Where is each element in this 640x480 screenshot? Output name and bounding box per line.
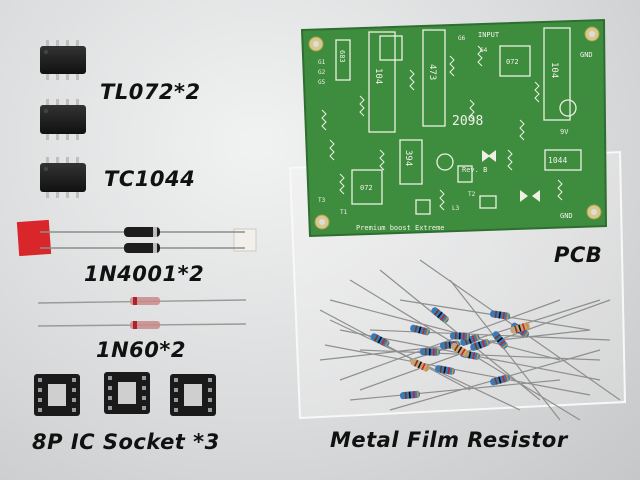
pcb-g6-label: G6 — [458, 35, 466, 42]
resistor-body — [435, 365, 455, 376]
resistor-body — [449, 332, 471, 340]
pcb-g2-label: G2 — [318, 69, 326, 76]
ic-socket-3 — [170, 374, 216, 416]
pcb-gnd-bottom-label: GND — [560, 212, 573, 220]
pcb-cap-2-label: 473 — [427, 64, 437, 80]
ic-socket-label: 8P IC Socket *3 — [32, 430, 220, 454]
pcb-input-label: INPUT — [478, 31, 500, 39]
ic-socket-2 — [104, 372, 150, 414]
resistor-lead — [339, 299, 561, 381]
1n60-label: 1N60*2 — [96, 338, 187, 362]
pcb-board: INPUT GND GND 2098 Rev. B 9V 072 072 104… — [300, 18, 608, 238]
pcb-label: PCB — [554, 243, 603, 267]
tl072-chip-1 — [40, 40, 86, 80]
1n4001-label: 1N4001*2 — [84, 262, 205, 286]
pcb-g5-label: G5 — [318, 79, 326, 86]
pcb-voltage-label: 9V — [560, 128, 569, 136]
resistor-lead — [324, 344, 591, 396]
resistor-body — [419, 348, 441, 356]
resistor-lead — [359, 349, 601, 361]
tc1044-chip — [40, 157, 86, 198]
resistor-lead — [349, 379, 561, 401]
resistor-lead — [449, 279, 561, 421]
resistor-lead — [409, 299, 601, 361]
pcb-cap-1-label: 104 — [373, 68, 383, 84]
resistor-lead — [329, 299, 561, 361]
pcb-rev-label: Rev. B — [462, 166, 487, 174]
resistor-body — [510, 322, 530, 334]
resistor-body — [490, 374, 510, 386]
1n4001-diodes — [16, 219, 257, 257]
resistor-body — [399, 390, 421, 400]
resistor-lead — [319, 309, 471, 391]
tl072-chip-2 — [40, 99, 86, 140]
pcb-g4-label: G4 — [480, 47, 488, 54]
pcb-title-label: Premium boost Extreme — [356, 224, 445, 232]
resistor-bodies — [370, 307, 530, 400]
pcb-l3-label: L3 — [452, 205, 460, 212]
resistor-body — [370, 333, 390, 348]
pcb-t2-label: T2 — [468, 191, 476, 198]
pcb-chip-right-label: 1044 — [548, 156, 567, 165]
resistor-body — [470, 338, 490, 351]
resistor-body — [431, 307, 449, 324]
pcb-g1-label: G1 — [318, 59, 326, 66]
tc1044-label: TC1044 — [104, 167, 196, 191]
pcb-model-label: 2098 — [452, 114, 483, 129]
pcb-cap-4-label: 394 — [403, 150, 413, 166]
resistor-body — [450, 342, 470, 358]
1n60-diodes — [37, 297, 247, 329]
pcb-cap-3-label: 104 — [549, 62, 559, 78]
tl072-label: TL072*2 — [100, 80, 201, 104]
resistor-label: Metal Film Resistor — [330, 428, 568, 452]
resistor-body — [410, 324, 430, 336]
pcb-t1-label: T1 — [340, 209, 348, 216]
resistor-body — [492, 331, 509, 349]
pcb-gnd-top-label: GND — [580, 51, 593, 59]
pcb-t3-label: T3 — [318, 197, 326, 204]
pcb-silkscreen-text: INPUT GND GND 2098 Rev. B 9V 072 072 104… — [318, 31, 593, 232]
ic-socket-1 — [34, 374, 80, 416]
pcb-cap-5-label: 683 — [338, 50, 346, 63]
pcb-chip-top-label: 072 — [506, 58, 519, 66]
resistor-leads — [319, 259, 621, 421]
resistor-body — [410, 358, 430, 372]
resistor-body — [490, 310, 510, 320]
pcb-chip-left-label: 072 — [360, 184, 373, 192]
